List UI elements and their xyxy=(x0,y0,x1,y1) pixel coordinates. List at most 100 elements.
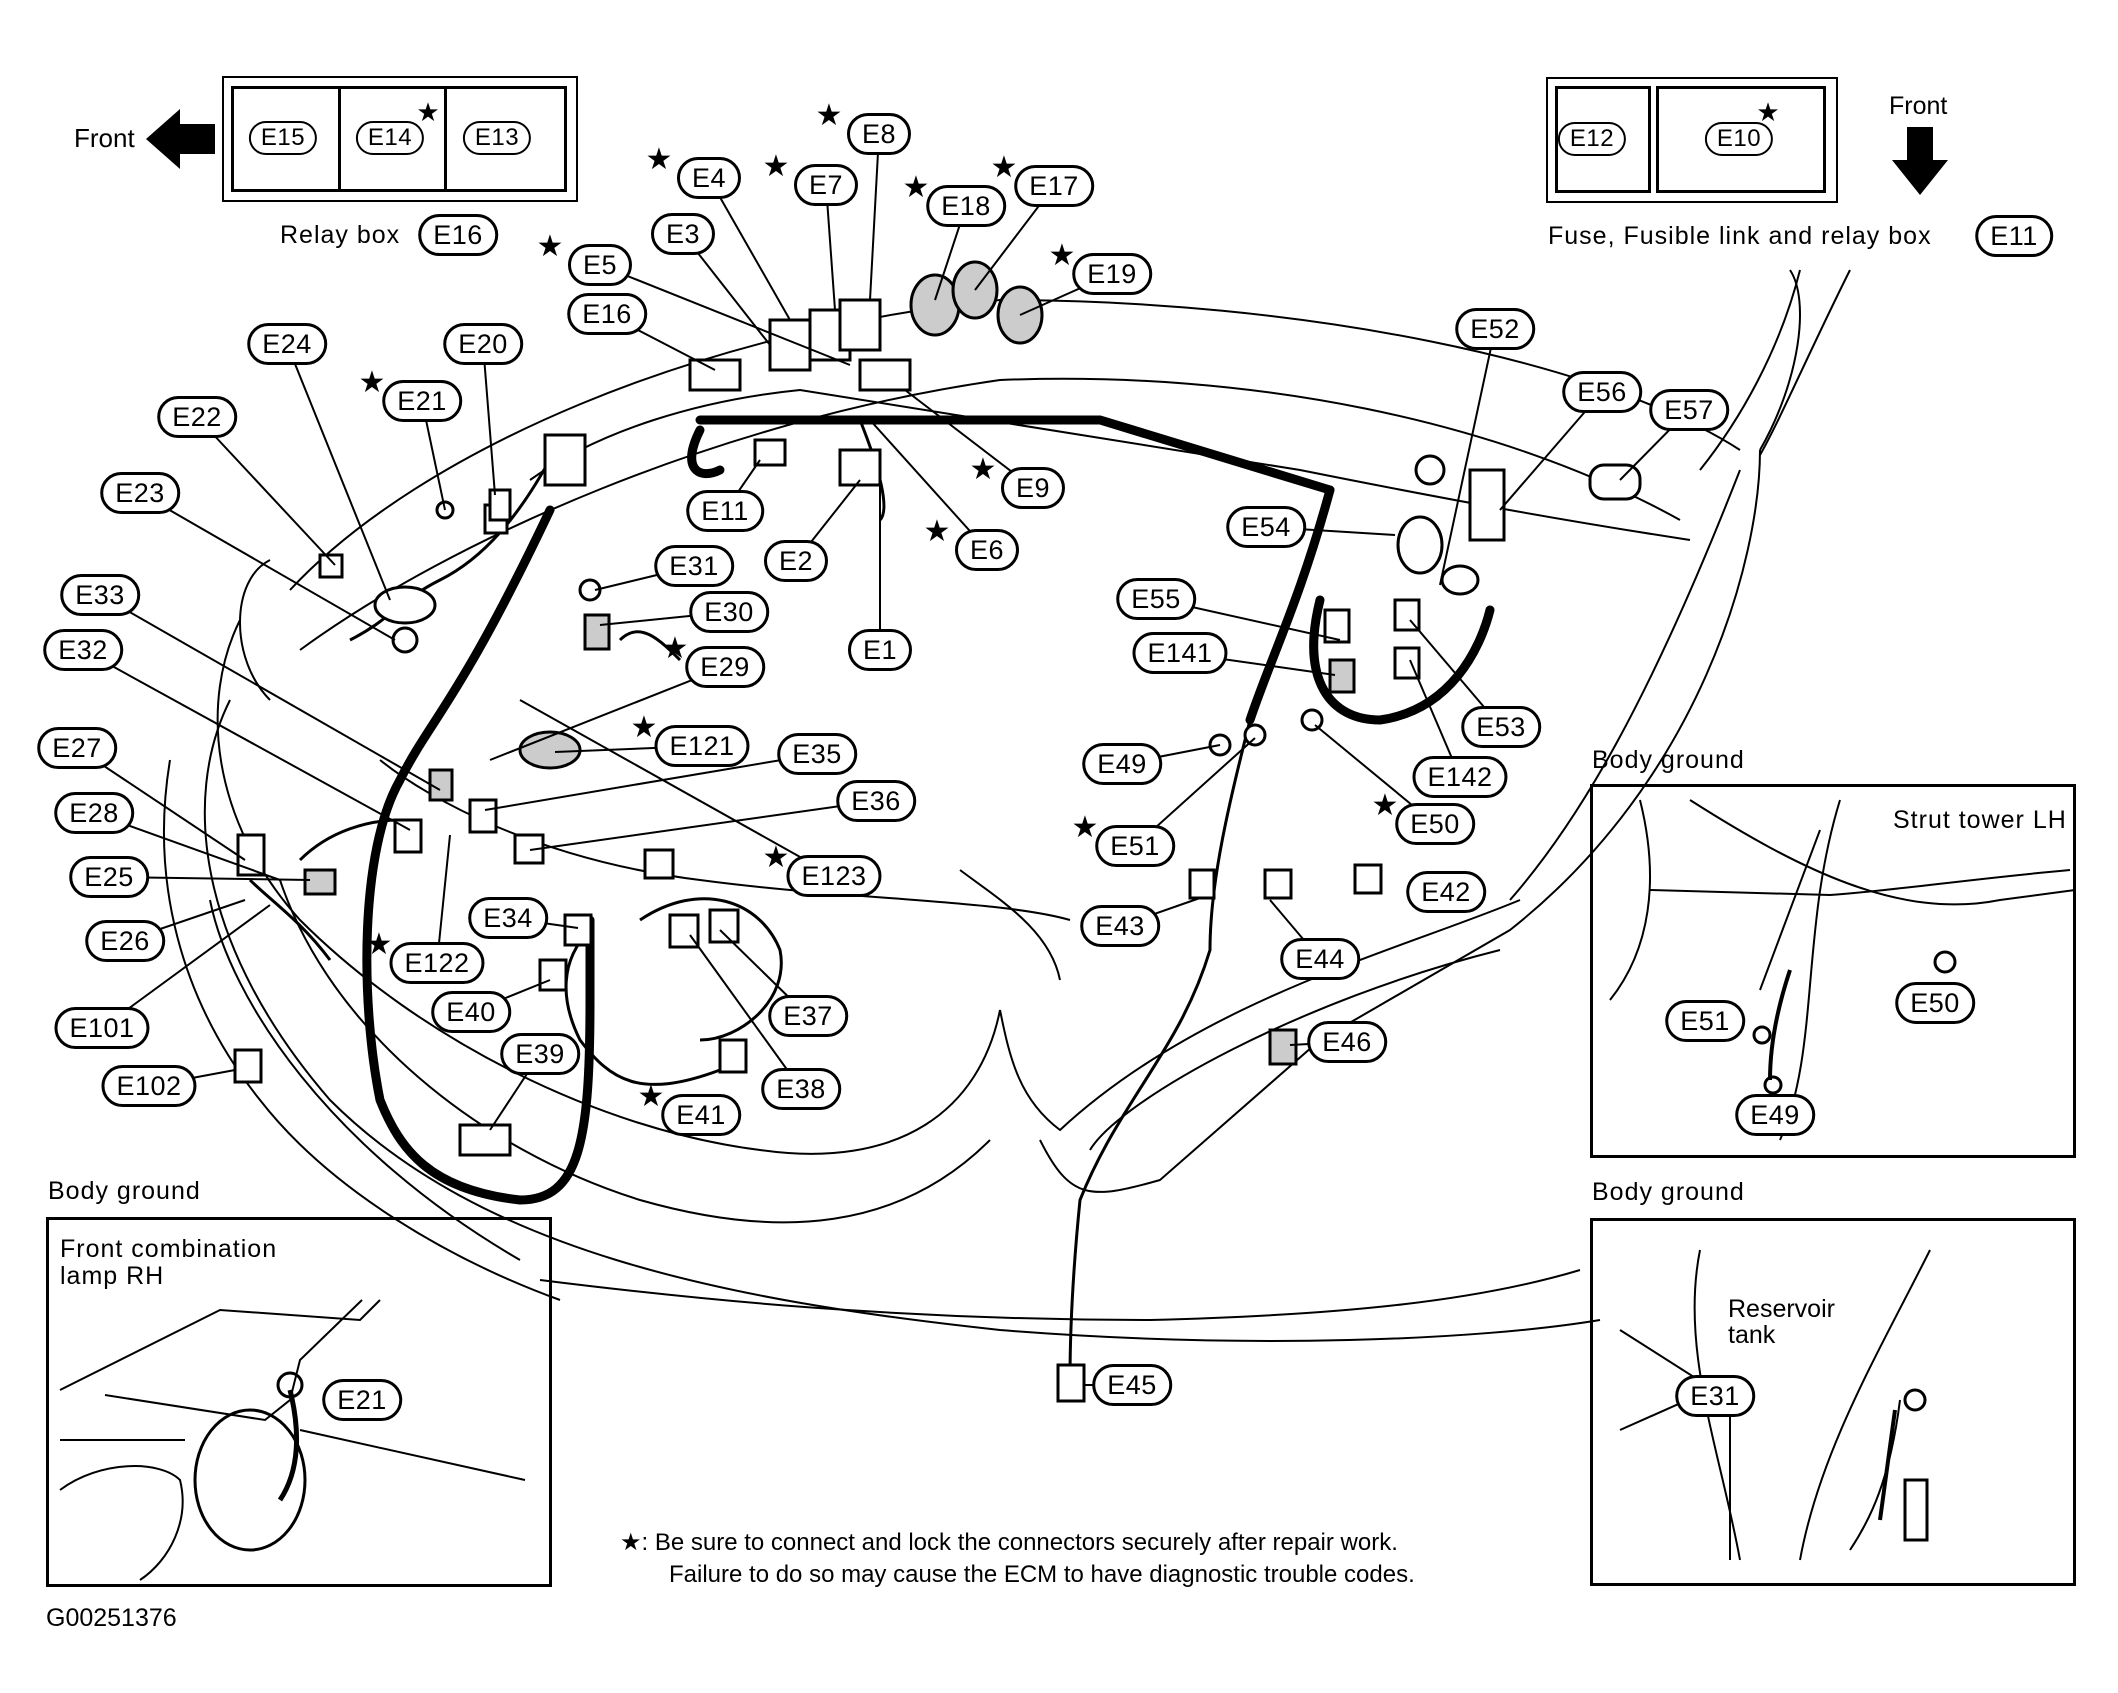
connector-label-e1[interactable]: E1 xyxy=(847,629,913,671)
inset-front-lamp xyxy=(46,1217,552,1587)
connector-label-e24[interactable]: E24 xyxy=(247,323,327,365)
connector-label-e19[interactable]: E19 xyxy=(1072,253,1152,295)
relay-box-connector-e16[interactable]: E16 xyxy=(418,214,498,256)
star-icon: ★ xyxy=(1371,789,1399,822)
leader-line-e33 xyxy=(99,594,441,791)
front-lamp-label-line2: lamp RH xyxy=(60,1262,165,1290)
connector-label-e33[interactable]: E33 xyxy=(60,574,140,616)
connector-label-e49[interactable]: E49 xyxy=(1082,743,1162,785)
inset-connector-e21[interactable]: E21 xyxy=(322,1379,402,1421)
star-icon: ★ xyxy=(536,230,564,263)
connector-label-e23[interactable]: E23 xyxy=(100,472,180,514)
star-icon: ★ xyxy=(1048,239,1076,272)
star-icon: ★ xyxy=(661,632,689,665)
star-icon: ★ xyxy=(990,151,1018,184)
connector-label-e32[interactable]: E32 xyxy=(43,629,123,671)
front-arrow-down-icon xyxy=(1892,127,1948,195)
inset-connector-e50[interactable]: E50 xyxy=(1895,982,1975,1024)
leader-line-e35 xyxy=(484,753,818,811)
connector-label-e123[interactable]: E123 xyxy=(786,855,882,897)
figure-id: G00251376 xyxy=(46,1604,177,1632)
connector-label-e46[interactable]: E46 xyxy=(1307,1021,1387,1063)
connector-bodies xyxy=(233,260,1642,1403)
connector-label-e22[interactable]: E22 xyxy=(157,396,237,438)
connector-label-e45[interactable]: E45 xyxy=(1092,1364,1172,1406)
connector-label-e31[interactable]: E31 xyxy=(654,545,734,587)
connector-label-e35[interactable]: E35 xyxy=(777,733,857,775)
connector-label-e4[interactable]: E4 xyxy=(676,157,742,199)
star-icon: ★ xyxy=(815,99,843,132)
inset-connector-e49[interactable]: E49 xyxy=(1735,1094,1815,1136)
connector-label-e11[interactable]: E11 xyxy=(686,490,764,532)
connector-label-e20[interactable]: E20 xyxy=(443,323,523,365)
fuse-cell-e12[interactable]: E12 xyxy=(1557,122,1627,156)
relay-cell-e13[interactable]: E13 xyxy=(462,121,532,155)
connector-label-e55[interactable]: E55 xyxy=(1116,578,1196,620)
connector-label-e29[interactable]: E29 xyxy=(685,646,765,688)
inset-front-lamp-title: Body ground xyxy=(48,1177,201,1205)
leader-line-e38 xyxy=(689,934,802,1090)
fuse-cell-e10[interactable]: E10 xyxy=(1704,122,1774,156)
inset-reservoir xyxy=(1590,1218,2076,1586)
relay-box-caption: Relay box xyxy=(280,221,401,249)
leader-line-e24 xyxy=(286,343,391,601)
fuse-box-connector-e11[interactable]: E11 xyxy=(1975,215,2053,257)
connector-label-e101[interactable]: E101 xyxy=(54,1007,150,1049)
connector-label-e27[interactable]: E27 xyxy=(37,727,117,769)
connector-label-e121[interactable]: E121 xyxy=(654,725,750,767)
leader-line-e122 xyxy=(436,834,451,964)
connector-label-e34[interactable]: E34 xyxy=(468,897,548,939)
leader-line-e29 xyxy=(489,666,726,761)
connector-label-e8[interactable]: E8 xyxy=(846,113,912,155)
connector-label-e9[interactable]: E9 xyxy=(1000,467,1066,509)
connector-label-e51[interactable]: E51 xyxy=(1095,825,1175,867)
strut-tower-label: Strut tower LH xyxy=(1893,806,2067,834)
inset-strut-title: Body ground xyxy=(1592,746,1745,774)
connector-label-e141[interactable]: E141 xyxy=(1132,632,1228,674)
relay-cell-e14[interactable]: E14 xyxy=(355,121,425,155)
connector-label-e50[interactable]: E50 xyxy=(1395,803,1475,845)
connector-label-e142[interactable]: E142 xyxy=(1412,756,1508,798)
connector-label-e44[interactable]: E44 xyxy=(1280,938,1360,980)
connector-label-e26[interactable]: E26 xyxy=(85,920,165,962)
connector-label-e40[interactable]: E40 xyxy=(431,991,511,1033)
connector-label-e122[interactable]: E122 xyxy=(389,942,485,984)
connector-label-e30[interactable]: E30 xyxy=(689,591,769,633)
connector-label-e43[interactable]: E43 xyxy=(1080,905,1160,947)
connector-label-e17[interactable]: E17 xyxy=(1014,165,1094,207)
inset-connector-e51[interactable]: E51 xyxy=(1665,1000,1745,1042)
connector-label-e54[interactable]: E54 xyxy=(1226,506,1306,548)
connector-label-e38[interactable]: E38 xyxy=(761,1068,841,1110)
connector-label-e57[interactable]: E57 xyxy=(1649,389,1729,431)
connector-label-e39[interactable]: E39 xyxy=(500,1033,580,1075)
star-icon: ★ xyxy=(762,150,790,183)
relay-box-inner xyxy=(231,86,567,192)
leader-line-e23 xyxy=(139,492,396,641)
inset-connector-e31[interactable]: E31 xyxy=(1675,1375,1755,1417)
connector-label-e53[interactable]: E53 xyxy=(1461,706,1541,748)
connector-label-e25[interactable]: E25 xyxy=(69,856,149,898)
connector-label-e36[interactable]: E36 xyxy=(836,780,916,822)
connector-label-e41[interactable]: E41 xyxy=(661,1094,741,1136)
connector-label-e18[interactable]: E18 xyxy=(926,185,1006,227)
connector-label-e5[interactable]: E5 xyxy=(567,244,633,286)
connector-label-e16[interactable]: E16 xyxy=(567,293,647,335)
leader-line-e32 xyxy=(82,649,411,831)
connector-label-e21[interactable]: E21 xyxy=(382,380,462,422)
front-lamp-label-line1: Front combination xyxy=(60,1235,278,1263)
connector-label-e52[interactable]: E52 xyxy=(1455,308,1535,350)
fuse-box-cell-right xyxy=(1656,86,1826,193)
connector-label-e3[interactable]: E3 xyxy=(650,213,716,255)
relay-cell-e15[interactable]: E15 xyxy=(248,121,318,155)
fuse-box-caption: Fuse, Fusible link and relay box xyxy=(1548,222,1932,250)
connector-label-e6[interactable]: E6 xyxy=(954,529,1020,571)
connector-label-e2[interactable]: E2 xyxy=(763,540,829,582)
inset-reservoir-title: Body ground xyxy=(1592,1178,1745,1206)
connector-label-e42[interactable]: E42 xyxy=(1406,871,1486,913)
connector-label-e56[interactable]: E56 xyxy=(1562,371,1642,413)
relay-box-outer xyxy=(222,76,578,202)
connector-label-e7[interactable]: E7 xyxy=(793,164,859,206)
connector-label-e28[interactable]: E28 xyxy=(54,792,134,834)
connector-label-e37[interactable]: E37 xyxy=(768,995,848,1037)
connector-label-e102[interactable]: E102 xyxy=(101,1065,197,1107)
